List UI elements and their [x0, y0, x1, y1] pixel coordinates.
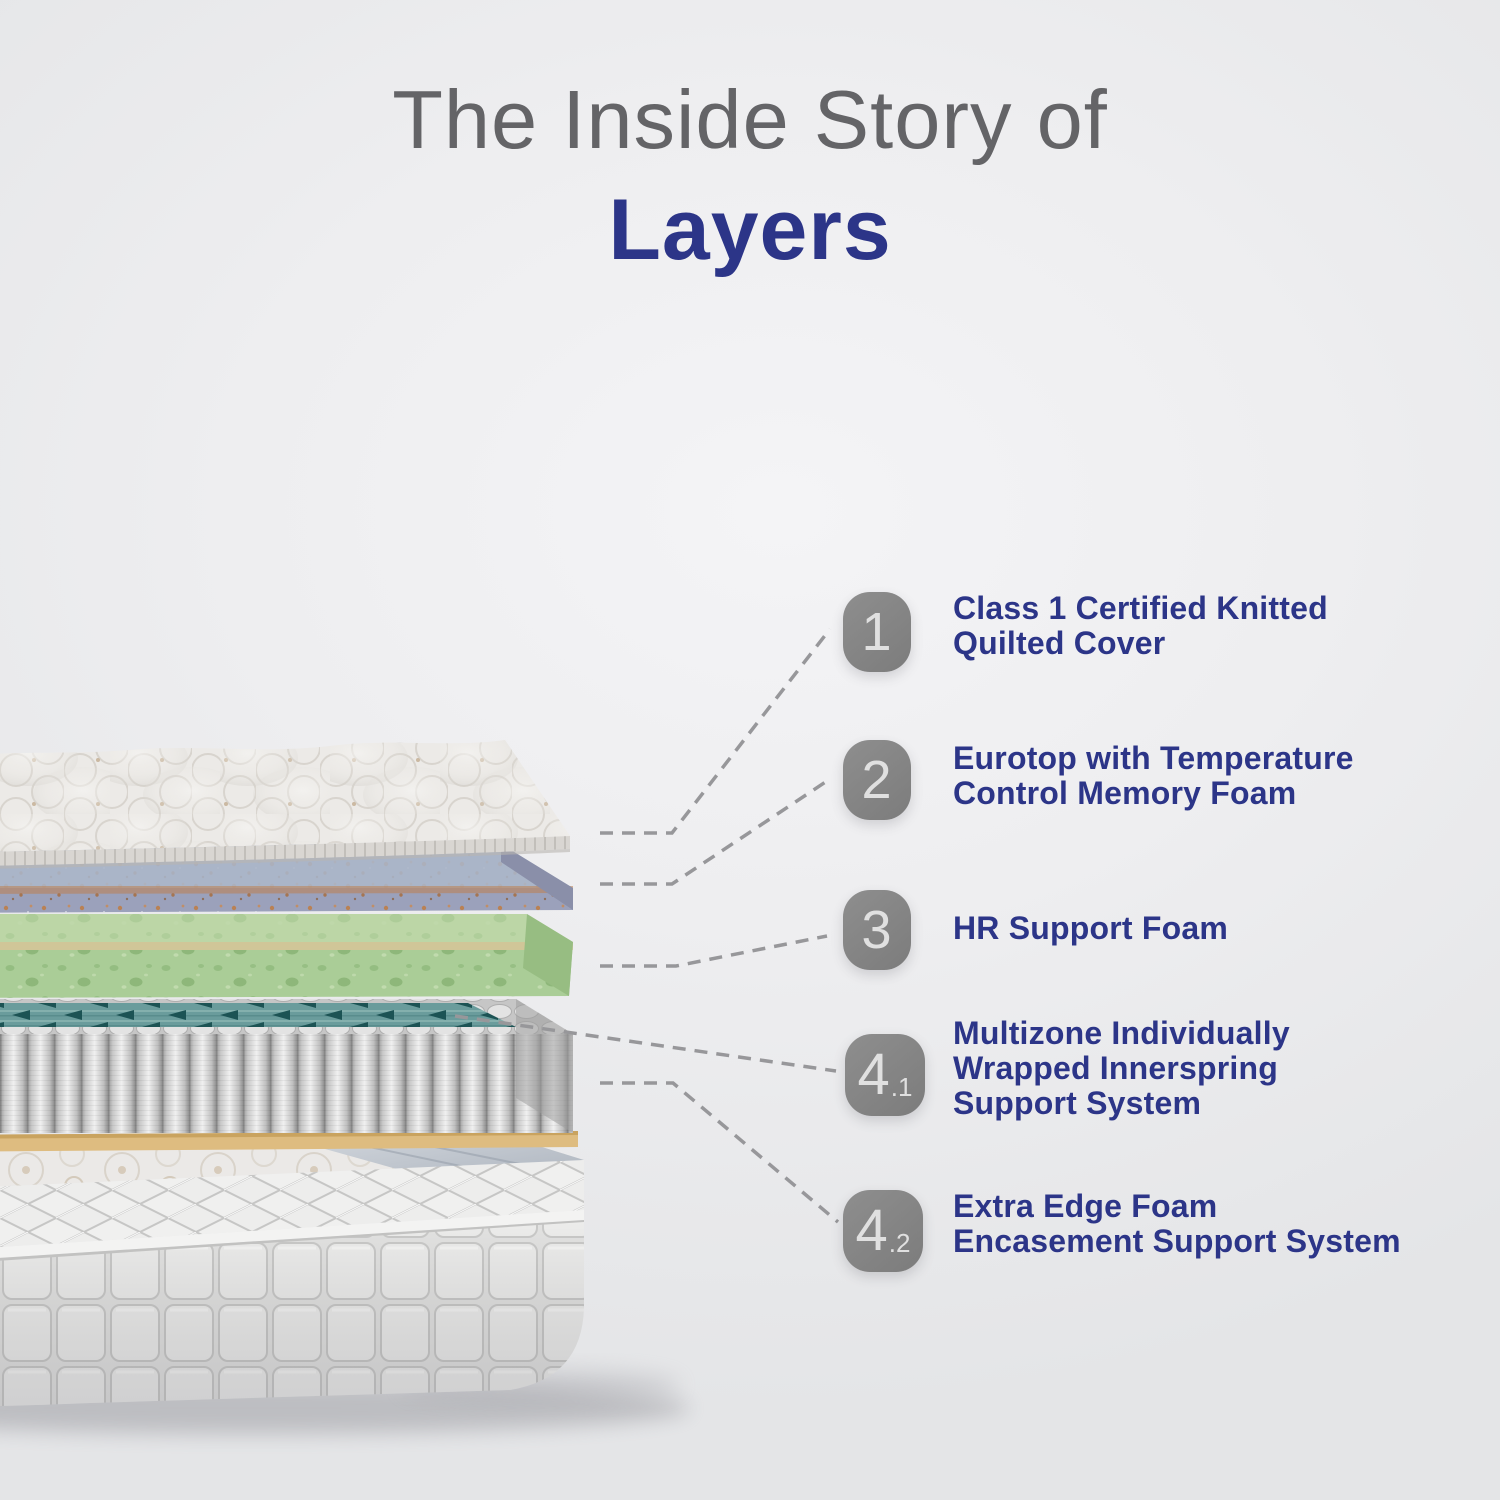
leader-line-4-2	[600, 1081, 840, 1224]
leader-lines	[454, 627, 840, 1224]
callout-4-1-label: Multizone Individually Wrapped Innerspri…	[953, 1015, 1290, 1121]
callout-2-badge: 2	[843, 740, 911, 820]
callout-1-number: 1	[861, 602, 892, 662]
callout-1-label: Class 1 Certified Knitted Quilted Cover	[953, 590, 1328, 661]
callout-4-1-suffix: .1	[890, 1072, 913, 1102]
leader-line-4-1	[454, 1014, 837, 1073]
callout-4-2-suffix: .2	[888, 1228, 911, 1258]
title-line-2: Layers	[608, 182, 892, 278]
callout-4-2-number: 4	[855, 1198, 888, 1263]
page-title: The Inside Story of Layers	[0, 78, 1500, 273]
layer-hr-support-foam	[0, 914, 573, 998]
callout-4-2-label: Extra Edge Foam Encasement Support Syste…	[953, 1188, 1401, 1259]
callout-3-number: 3	[861, 900, 892, 960]
title-line-1: The Inside Story of	[392, 73, 1108, 166]
layer-edge-foam-encasement-base	[0, 1134, 584, 1406]
leader-line-2	[600, 777, 831, 886]
callout-2-number: 2	[861, 750, 892, 810]
piping-edge	[0, 1210, 584, 1258]
leader-line-3	[600, 934, 828, 968]
layer-innerspring	[0, 999, 573, 1133]
callout-2-label: Eurotop with Temperature Control Memory …	[953, 740, 1354, 811]
diamond-quilt-band	[0, 1160, 584, 1247]
callout-4-1-number: 4	[857, 1042, 890, 1107]
callout-4-2-badge: 4.2	[843, 1190, 923, 1272]
leader-line-1	[600, 627, 832, 835]
layer-quilted-cover	[0, 740, 570, 869]
callout-3-label: HR Support Foam	[953, 910, 1228, 946]
callout-1-badge: 1	[843, 592, 911, 672]
callout-3-badge: 3	[843, 890, 911, 970]
callout-4-1-badge: 4.1	[845, 1034, 925, 1116]
cover-braided-lip	[0, 836, 570, 866]
multizone-teal-top	[0, 1003, 516, 1027]
